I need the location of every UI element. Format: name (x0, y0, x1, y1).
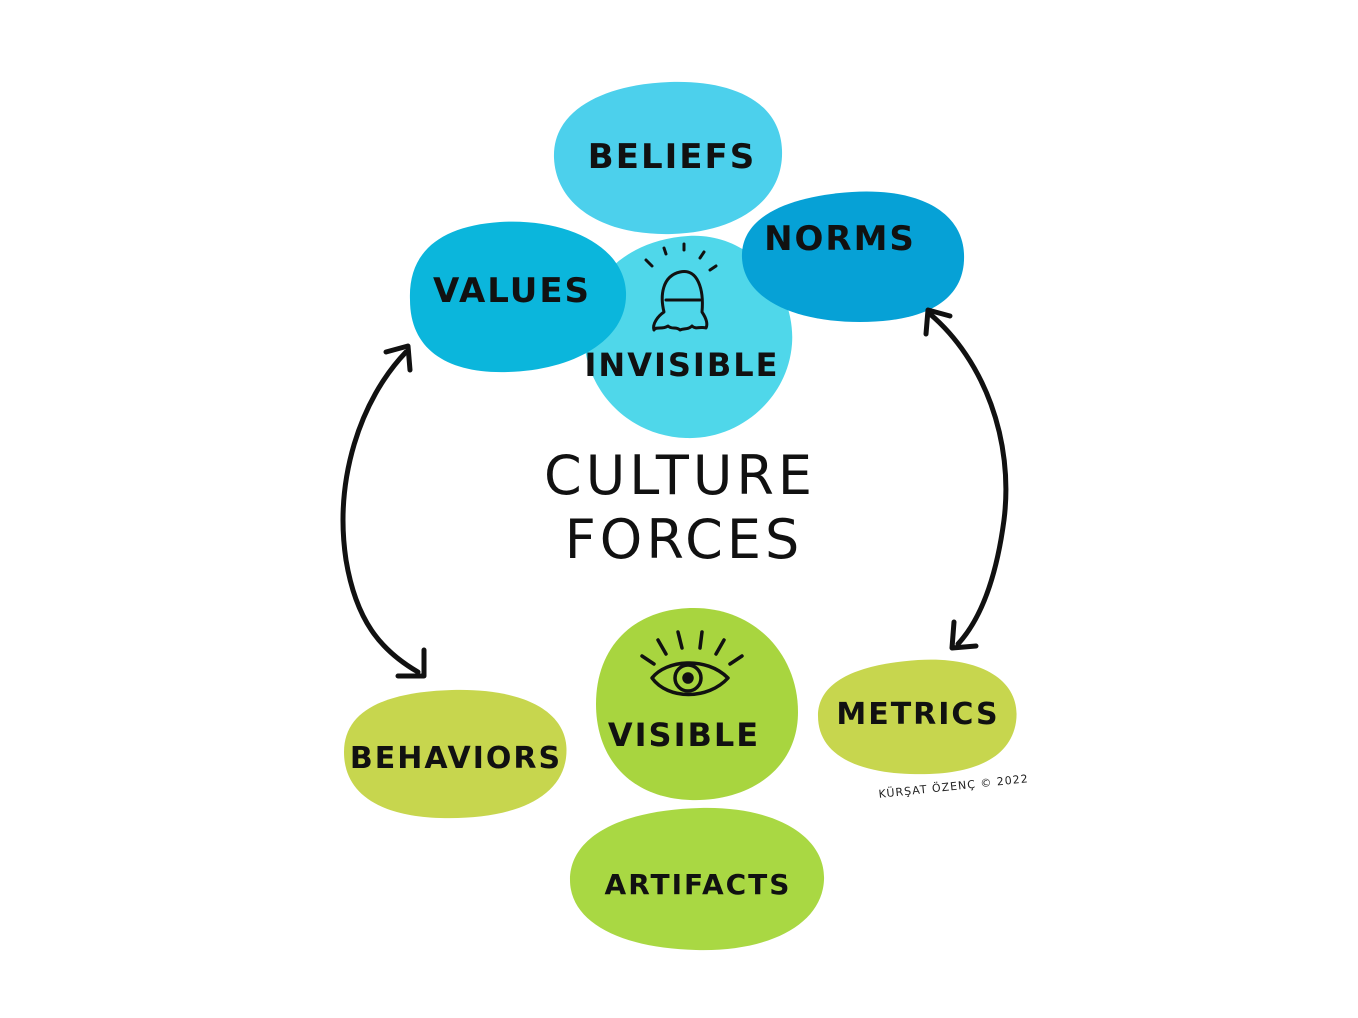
artifacts-label: ARTIFACTS (605, 868, 792, 901)
metrics-label: METRICS (836, 697, 999, 732)
left-double-arrow (340, 343, 427, 679)
behaviors-label: BEHAVIORS (350, 741, 562, 776)
right-arrow-head-top (923, 307, 953, 337)
right-double-arrow (923, 307, 1009, 651)
norms-label: NORMS (764, 219, 916, 259)
visible-label: VISIBLE (608, 716, 760, 754)
author-credit: KÜRŞAT ÖZENÇ © 2022 (878, 772, 1029, 801)
left-arrow-curve (340, 349, 421, 675)
ghost-icon (644, 242, 718, 332)
invisible-group: BELIEFS VALUES NORMS INVISIBLE (409, 81, 965, 439)
beliefs-label: BELIEFS (588, 137, 756, 177)
eye-icon (640, 630, 744, 697)
diagram-title: CULTURE FORCES (544, 444, 816, 571)
behaviors-blob (344, 689, 567, 819)
title-line-2: FORCES (565, 508, 804, 571)
visible-group: VISIBLE BEHAVIORS METRICS ARTIFACTS (344, 607, 1017, 951)
left-arrow-head-top (383, 343, 413, 373)
metrics-blob (818, 659, 1017, 775)
beliefs-blob (553, 81, 783, 235)
artifacts-blob (570, 807, 825, 951)
left-arrow-head-bottom (395, 647, 427, 679)
norms-blob (741, 191, 965, 322)
right-arrow-curve (927, 311, 1009, 647)
values-label: VALUES (433, 271, 591, 311)
title-line-1: CULTURE (544, 444, 816, 507)
visible-blob (596, 607, 798, 801)
values-blob (409, 221, 627, 373)
right-arrow-head-bottom (949, 619, 979, 651)
invisible-label: INVISIBLE (585, 346, 780, 384)
invisible-blob (584, 235, 793, 439)
